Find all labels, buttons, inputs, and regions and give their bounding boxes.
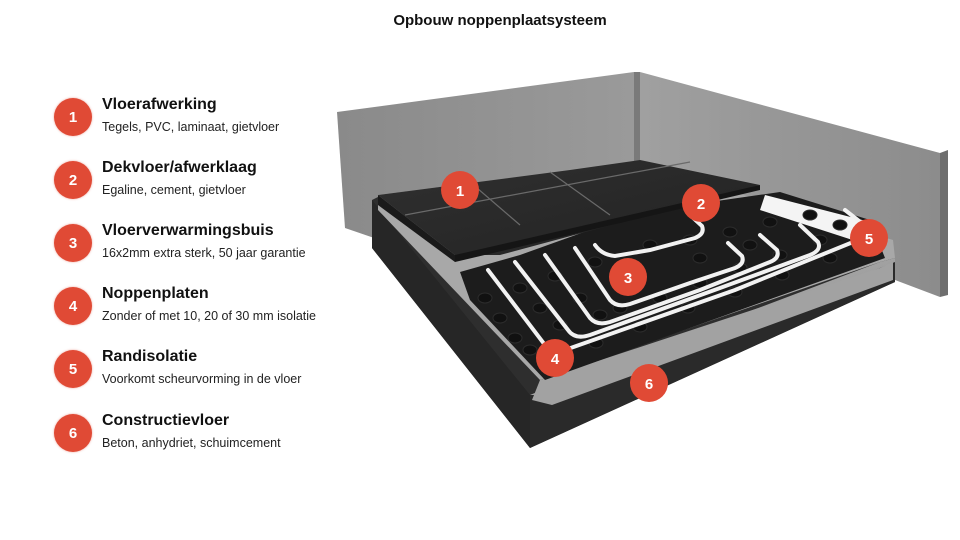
- svg-text:1: 1: [456, 183, 464, 200]
- legend-item-title: Dekvloer/afwerklaag: [102, 159, 257, 176]
- diagram-badge-1: 1: [441, 171, 479, 209]
- number-badge: 2: [54, 161, 92, 199]
- legend-item-noppenplaten: 4 Noppenplaten Zonder of met 10, 20 of 3…: [54, 285, 354, 335]
- legend-item-vloerverwarmingsbuis: 3 Vloerverwarmingsbuis 16x2mm extra ster…: [54, 222, 354, 272]
- legend-item-description: Voorkomt scheurvorming in de vloer: [102, 372, 302, 386]
- legend-item-title: Vloerverwarmingsbuis: [102, 222, 274, 239]
- legend-item-title: Noppenplaten: [102, 285, 209, 302]
- legend-item-dekvloer: 2 Dekvloer/afwerklaag Egaline, cement, g…: [54, 159, 354, 209]
- diagram-badge-5: 5: [850, 219, 888, 257]
- svg-text:6: 6: [645, 376, 653, 393]
- legend-item-description: Egaline, cement, gietvloer: [102, 183, 246, 197]
- legend-item-vloerafwerking: 1 Vloerafwerking Tegels, PVC, laminaat, …: [54, 96, 354, 146]
- number-badge: 4: [54, 287, 92, 325]
- svg-text:4: 4: [551, 351, 560, 368]
- svg-text:3: 3: [624, 270, 632, 287]
- legend-item-description: Beton, anhydriet, schuimcement: [102, 436, 281, 450]
- legend-item-title: Vloerafwerking: [102, 96, 217, 113]
- legend-item-description: 16x2mm extra sterk, 50 jaar garantie: [102, 246, 306, 260]
- nubs: [477, 209, 848, 356]
- svg-text:5: 5: [865, 231, 873, 248]
- legend-item-randisolatie: 5 Randisolatie Voorkomt scheurvorming in…: [54, 348, 354, 398]
- legend-item-title: Constructievloer: [102, 412, 230, 429]
- legend-item-constructievloer: 6 Constructievloer Beton, anhydriet, sch…: [54, 412, 354, 462]
- nub-plate-layer: [460, 192, 885, 380]
- svg-text:2: 2: [697, 196, 705, 213]
- legend-item-title: Randisolatie: [102, 348, 198, 365]
- number-badge: 6: [54, 414, 92, 452]
- legend-item-description: Zonder of met 10, 20 of 30 mm isolatie: [102, 309, 316, 323]
- diagram-badge-3: 3: [609, 258, 647, 296]
- number-badge: 5: [54, 350, 92, 388]
- legend-item-description: Tegels, PVC, laminaat, gietvloer: [102, 120, 280, 134]
- page-title: Opbouw noppenplaatsysteem: [393, 12, 607, 29]
- diagram-badge-2: 2: [682, 184, 720, 222]
- number-badge: 1: [54, 98, 92, 136]
- diagram-badge-6: 6: [630, 364, 668, 402]
- diagram-badge-4: 4: [536, 339, 574, 377]
- number-badge: 3: [54, 224, 92, 262]
- diagram-badges: 1 2 3 4 5 6: [441, 171, 888, 402]
